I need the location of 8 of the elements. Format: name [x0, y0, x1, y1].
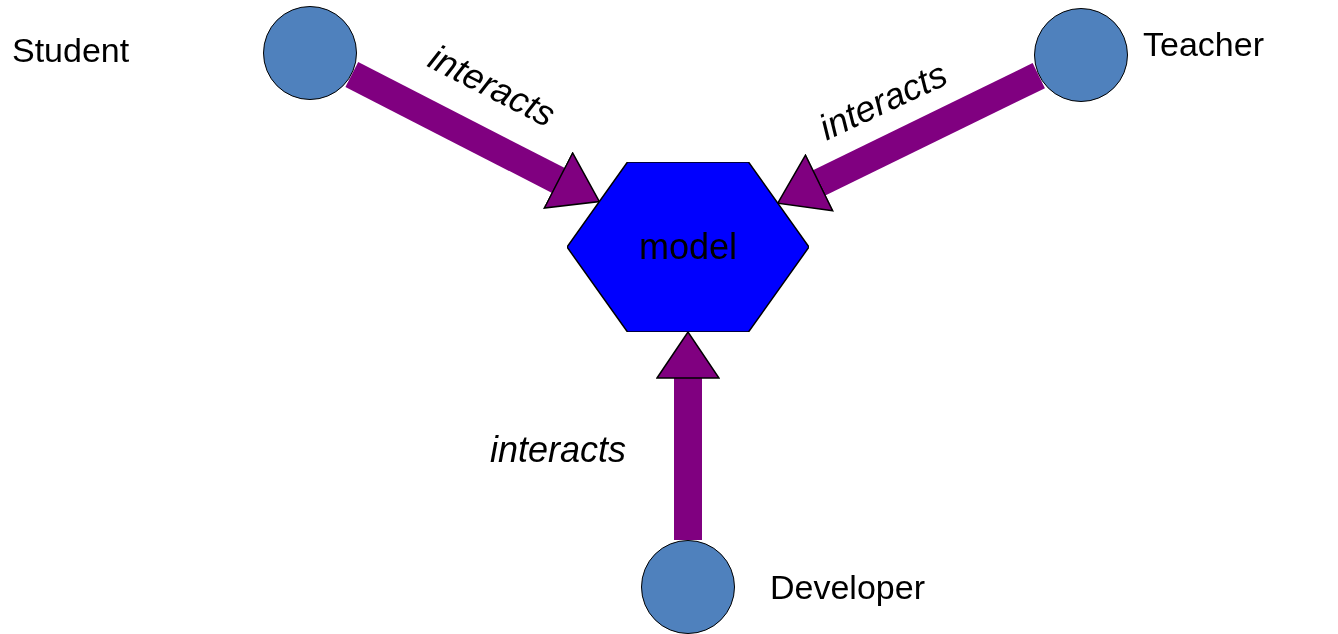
- block-arrow: [777, 63, 1045, 212]
- actor-name: Teacher: [1143, 24, 1264, 64]
- actor-name: Student: [12, 30, 130, 70]
- node-label: model: [638, 226, 738, 268]
- edge-label: interacts: [489, 429, 627, 471]
- block-arrow: [656, 331, 720, 540]
- block-arrow: [345, 62, 601, 209]
- actor-name: Developer: [770, 567, 925, 607]
